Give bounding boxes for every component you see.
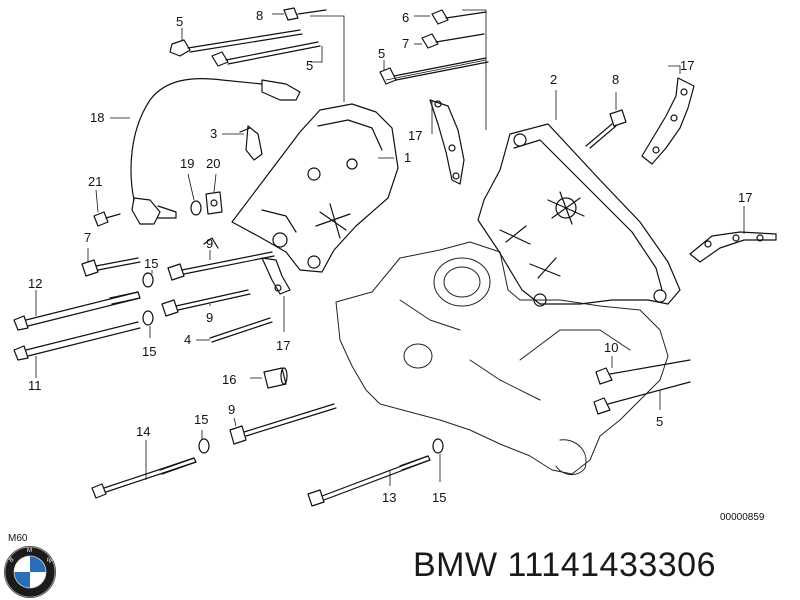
bolt-part-5-d bbox=[593, 381, 691, 415]
callout-20: 20 bbox=[206, 156, 220, 171]
callout-9: 9 bbox=[206, 236, 213, 251]
bolt-part-5-c bbox=[379, 57, 489, 85]
callout-7: 7 bbox=[84, 230, 91, 245]
callout-15: 15 bbox=[144, 256, 158, 271]
callout-17: 17 bbox=[408, 128, 422, 143]
callout-19: 19 bbox=[180, 156, 194, 171]
bolt-part-13 bbox=[307, 455, 431, 507]
callout-5: 5 bbox=[306, 58, 313, 73]
washer-part-19 bbox=[190, 200, 202, 216]
bolt-part-9-lower bbox=[229, 403, 337, 445]
bolt-part-8-right bbox=[585, 109, 627, 149]
callout-21: 21 bbox=[88, 174, 102, 189]
bolt-part-5-top bbox=[169, 29, 303, 57]
callout-15: 15 bbox=[142, 344, 156, 359]
callout-7: 7 bbox=[402, 36, 409, 51]
callout-1: 1 bbox=[404, 150, 411, 165]
model-code: M60 bbox=[8, 533, 28, 544]
callout-5: 5 bbox=[176, 14, 183, 29]
callout-13: 13 bbox=[382, 490, 396, 505]
callout-14: 14 bbox=[136, 424, 150, 439]
sensor-cable-part-18 bbox=[130, 78, 301, 225]
washer-part-15-d bbox=[432, 438, 444, 454]
washer-part-15-a bbox=[142, 272, 154, 288]
callout-4: 4 bbox=[184, 332, 191, 347]
stud-part-4 bbox=[209, 317, 273, 343]
gasket-part-17-d bbox=[203, 237, 291, 295]
callout-9: 9 bbox=[206, 310, 213, 325]
bolt-part-21 bbox=[93, 211, 121, 227]
bolt-part-9-upper bbox=[167, 251, 275, 281]
bolt-part-11 bbox=[13, 321, 141, 361]
callout-6: 6 bbox=[402, 10, 409, 25]
sensor-part-3 bbox=[239, 125, 263, 161]
bolt-part-12 bbox=[13, 291, 141, 331]
gasket-part-17-c bbox=[689, 231, 777, 263]
callout-3: 3 bbox=[210, 126, 217, 141]
gasket-part-17-b bbox=[641, 77, 695, 165]
washer-part-15-b bbox=[142, 310, 154, 326]
svg-text:B: B bbox=[9, 557, 15, 564]
footer-title: BMW 11141433306 bbox=[413, 546, 716, 584]
callout-8: 8 bbox=[612, 72, 619, 87]
callout-15: 15 bbox=[432, 490, 446, 505]
callout-8: 8 bbox=[256, 8, 263, 23]
callout-17: 17 bbox=[276, 338, 290, 353]
bolt-part-9-middle bbox=[161, 289, 251, 317]
callout-9: 9 bbox=[228, 402, 235, 417]
callout-labels: 5 8 5 6 7 5 17 2 8 18 3 1 17 19 20 21 7 … bbox=[28, 8, 752, 505]
callout-5: 5 bbox=[656, 414, 663, 429]
bmw-roundel-icon: B M W bbox=[4, 546, 56, 598]
callout-2: 2 bbox=[550, 72, 557, 87]
engine-block-outline bbox=[335, 241, 669, 475]
callout-12: 12 bbox=[28, 276, 42, 291]
callout-15: 15 bbox=[194, 412, 208, 427]
callout-17: 17 bbox=[738, 190, 752, 205]
leader-lines bbox=[35, 9, 745, 486]
bolt-part-7-top bbox=[421, 33, 485, 49]
washer-part-15-c bbox=[198, 438, 210, 454]
bolt-part-6 bbox=[431, 9, 487, 25]
svg-text:W: W bbox=[45, 557, 53, 565]
bolt-part-8-top bbox=[283, 7, 327, 21]
callout-10: 10 bbox=[604, 340, 618, 355]
left-bracket-part-1 bbox=[231, 103, 399, 273]
washer-part-20 bbox=[205, 191, 223, 215]
bolt-part-7-left bbox=[81, 257, 141, 277]
right-cover-part-2 bbox=[477, 123, 681, 307]
callout-5: 5 bbox=[378, 46, 385, 61]
bolt-part-14 bbox=[91, 457, 197, 499]
svg-text:M: M bbox=[27, 548, 32, 554]
bolt-part-10 bbox=[595, 359, 691, 385]
sleeve-part-16 bbox=[263, 367, 288, 389]
callout-17: 17 bbox=[680, 58, 694, 73]
callout-18: 18 bbox=[90, 110, 104, 125]
callout-16: 16 bbox=[222, 372, 236, 387]
gasket-part-17-a bbox=[429, 99, 465, 185]
drawing-code: 00000859 bbox=[720, 512, 765, 523]
bolt-part-5-b bbox=[211, 41, 321, 67]
callout-11: 11 bbox=[28, 378, 42, 393]
